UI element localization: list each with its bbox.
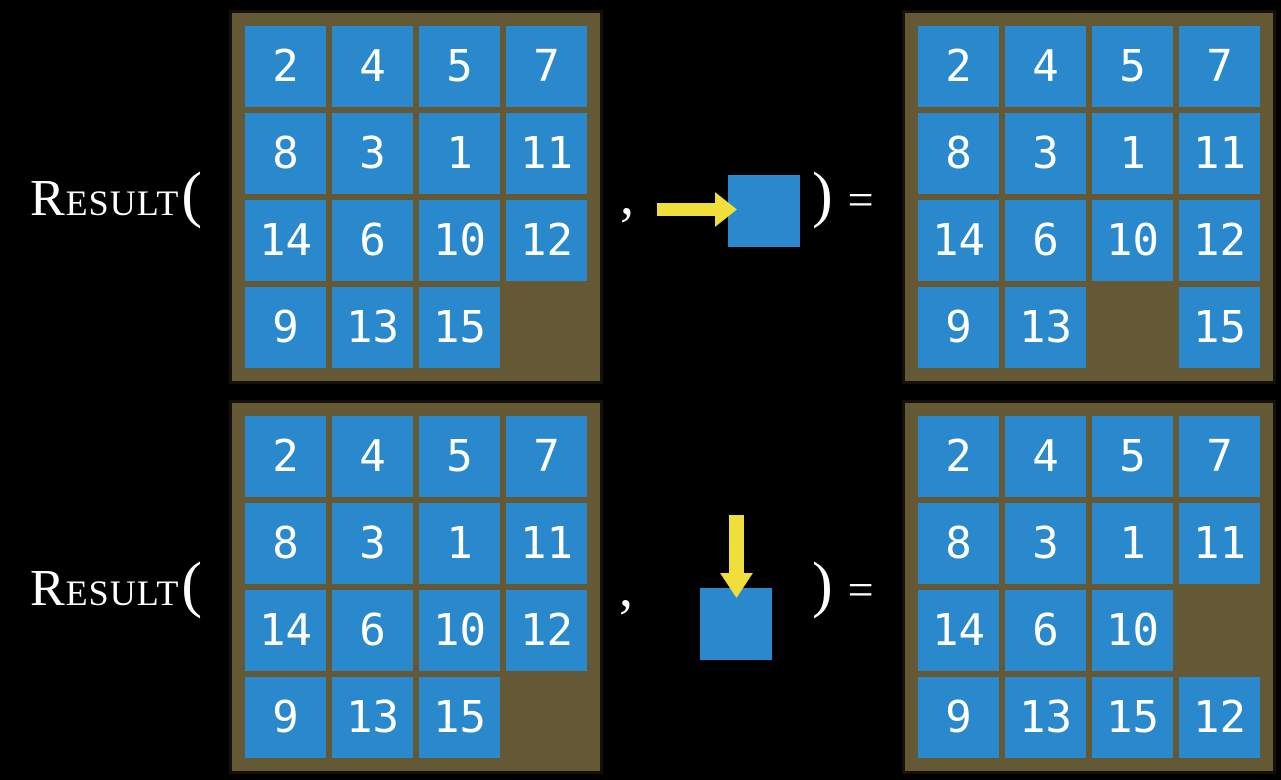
- puzzle-tile: 1: [1092, 503, 1173, 584]
- puzzle-tile: 12: [1179, 677, 1260, 758]
- puzzle-tile: 9: [245, 287, 326, 368]
- puzzle-tile: 1: [419, 503, 500, 584]
- result-function-label: Result(: [30, 554, 202, 620]
- puzzle-tile: 8: [918, 503, 999, 584]
- puzzle-tile: 9: [918, 287, 999, 368]
- puzzle-tile: 11: [1179, 113, 1260, 194]
- puzzle-tile: 9: [245, 677, 326, 758]
- puzzle-tile: 13: [332, 677, 413, 758]
- puzzle-tile: 10: [419, 200, 500, 281]
- puzzle-tile: 2: [918, 416, 999, 497]
- puzzle-tile: 2: [245, 416, 326, 497]
- puzzle-tile: 12: [506, 590, 587, 671]
- puzzle-tile: 15: [419, 677, 500, 758]
- puzzle-tile: 2: [918, 26, 999, 107]
- puzzle-tile: 14: [245, 590, 326, 671]
- puzzle-tile: 3: [332, 503, 413, 584]
- puzzle-tile: 7: [1179, 26, 1260, 107]
- puzzle-tile: 3: [1005, 503, 1086, 584]
- comma: ,: [620, 165, 634, 227]
- empty-cell: [1179, 590, 1260, 671]
- puzzle-tile: 6: [332, 200, 413, 281]
- close-paren-equals: ) =: [812, 164, 874, 226]
- puzzle-tile: 7: [506, 416, 587, 497]
- close-paren-equals: ) =: [812, 554, 874, 616]
- puzzle-tile: 14: [918, 590, 999, 671]
- empty-cell: [1092, 287, 1173, 368]
- puzzle-tile: 2: [245, 26, 326, 107]
- puzzle-tile: 14: [918, 200, 999, 281]
- puzzle-tile: 6: [1005, 590, 1086, 671]
- puzzle-tile: 8: [245, 503, 326, 584]
- puzzle-tile: 7: [506, 26, 587, 107]
- puzzle-tile: 10: [1092, 200, 1173, 281]
- result-function-label: Result(: [30, 164, 202, 230]
- puzzle-tile: 10: [1092, 590, 1173, 671]
- puzzle-tile: 15: [1179, 287, 1260, 368]
- empty-cell: [506, 287, 587, 368]
- puzzle-tile: 15: [419, 287, 500, 368]
- comma: ,: [619, 557, 633, 619]
- puzzle-tile: 15: [1092, 677, 1173, 758]
- open-paren: (: [181, 551, 203, 619]
- puzzle-tile: 4: [1005, 416, 1086, 497]
- equals-sign: =: [847, 564, 874, 615]
- puzzle-tile: 8: [918, 113, 999, 194]
- equals-sign: =: [847, 174, 874, 225]
- close-paren: ): [812, 161, 833, 229]
- puzzle-tile: 5: [419, 26, 500, 107]
- puzzle-tile: 4: [1005, 26, 1086, 107]
- action-tile-square: [700, 588, 772, 660]
- right-arrow-icon: [657, 192, 737, 227]
- close-paren: ): [812, 551, 833, 619]
- puzzle-tile: 5: [419, 416, 500, 497]
- empty-cell: [506, 677, 587, 758]
- puzzle-tile: 11: [1179, 503, 1260, 584]
- puzzle-tile: 7: [1179, 416, 1260, 497]
- puzzle-tile: 8: [245, 113, 326, 194]
- puzzle-tile: 4: [332, 26, 413, 107]
- puzzle-tile: 11: [506, 113, 587, 194]
- puzzle-tile: 9: [918, 677, 999, 758]
- puzzle-tile: 6: [332, 590, 413, 671]
- puzzle-tile: 5: [1092, 416, 1173, 497]
- puzzle-tile: 13: [332, 287, 413, 368]
- puzzle-tile: 3: [1005, 113, 1086, 194]
- down-arrow-icon: [720, 515, 753, 598]
- puzzle-tile: 11: [506, 503, 587, 584]
- puzzle-tile: 5: [1092, 26, 1173, 107]
- puzzle-tile: 13: [1005, 677, 1086, 758]
- puzzle-tile: 6: [1005, 200, 1086, 281]
- puzzle-tile: 1: [419, 113, 500, 194]
- puzzle-tile: 4: [332, 416, 413, 497]
- puzzle-tile: 12: [1179, 200, 1260, 281]
- puzzle-tile: 14: [245, 200, 326, 281]
- puzzle-tile: 1: [1092, 113, 1173, 194]
- puzzle-tile: 10: [419, 590, 500, 671]
- puzzle-tile: 13: [1005, 287, 1086, 368]
- open-paren: (: [181, 161, 203, 229]
- puzzle-tile: 12: [506, 200, 587, 281]
- action-tile-square: [728, 175, 800, 247]
- puzzle-tile: 3: [332, 113, 413, 194]
- function-name: Result: [30, 560, 180, 617]
- function-name: Result: [30, 170, 180, 227]
